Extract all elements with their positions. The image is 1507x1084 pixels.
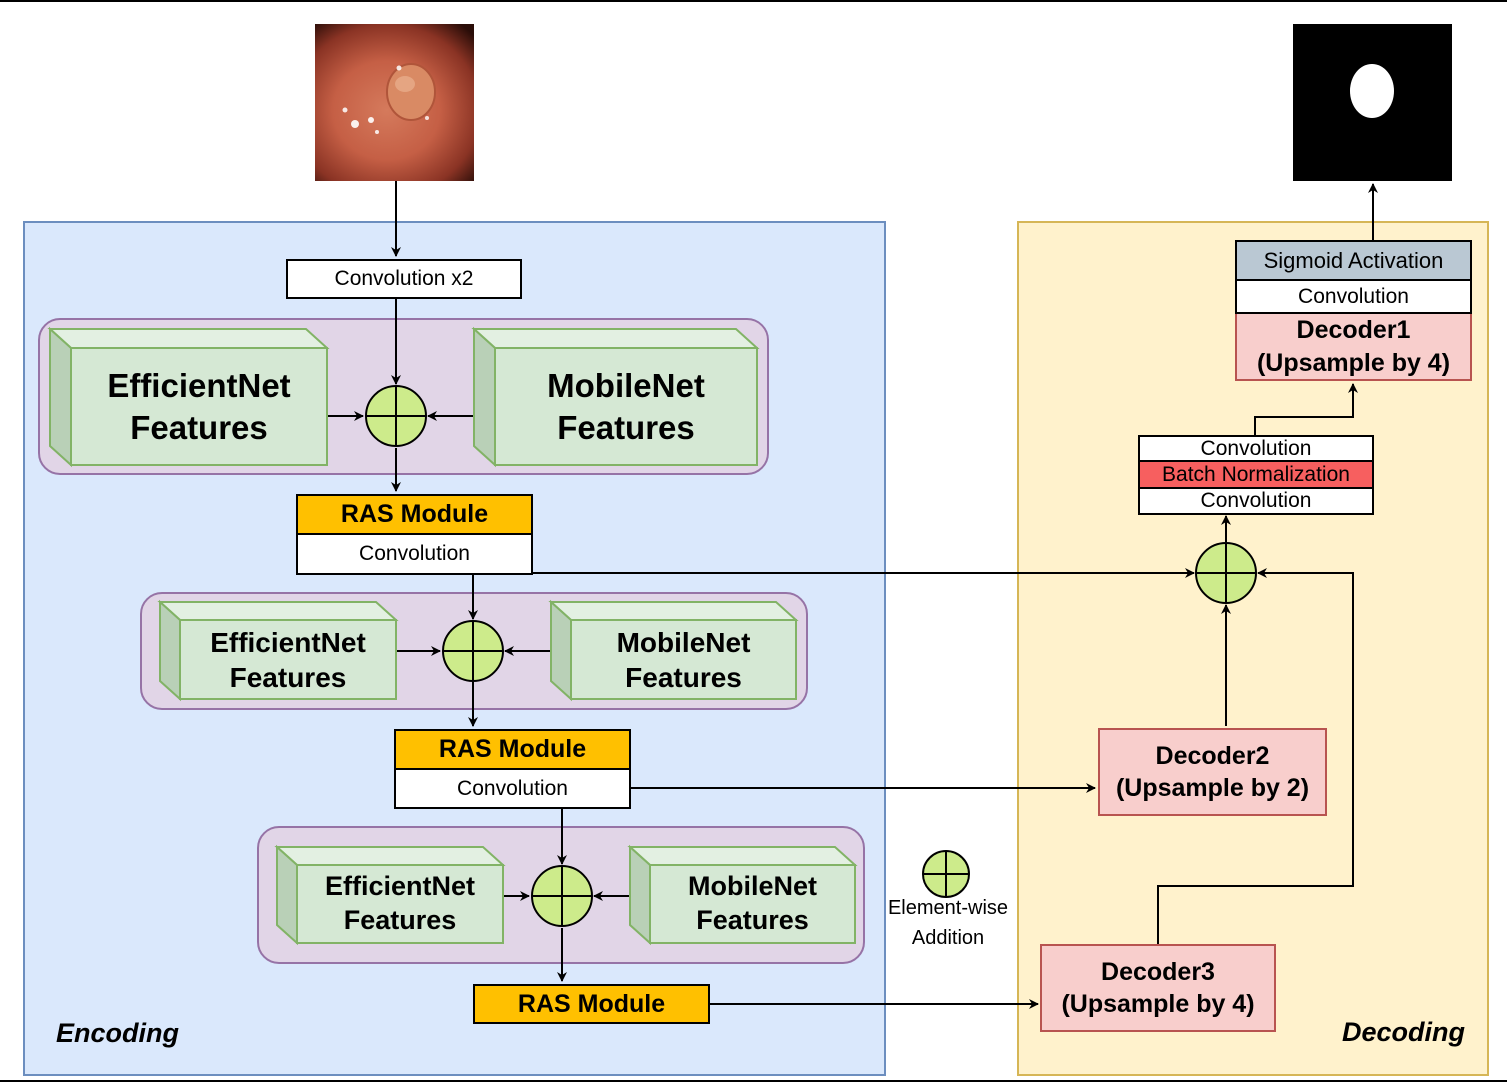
decoder3-box: Decoder3(Upsample by 4) [1040, 944, 1276, 1032]
feature-block-top [47, 328, 330, 349]
decoding-label: Decoding [1342, 1017, 1466, 1047]
head-convolution-box: Convolution [1235, 279, 1472, 314]
legend-add-icon [922, 850, 970, 898]
encoding-label: Encoding [56, 1018, 179, 1048]
add-node-2 [442, 620, 504, 682]
sigmoid-activation-box: Sigmoid Activation [1235, 240, 1472, 281]
ras-module-3: RAS Module [473, 984, 710, 1024]
ras-module-2: RAS Module [394, 729, 631, 770]
colonoscopy-polyp-image [315, 24, 474, 181]
feature-block-side [49, 326, 72, 468]
add-node-decoder [1195, 542, 1257, 604]
decoder-block-convolution-bottom: Convolution [1138, 487, 1374, 515]
decoder2-box: Decoder2(Upsample by 2) [1098, 728, 1327, 816]
ras-convolution-1: Convolution [296, 533, 533, 575]
ras-convolution-2: Convolution [394, 768, 631, 809]
segmentation-mask-image [1293, 24, 1452, 181]
stem-convolution-box: Convolution x2 [286, 259, 522, 299]
top-border [0, 0, 1507, 2]
add-node-1 [365, 385, 427, 447]
add-node-3 [531, 865, 593, 927]
bottom-border [0, 1080, 1507, 1082]
decoder-block-convolution-top: Convolution [1138, 435, 1374, 462]
batch-normalization-box: Batch Normalization [1138, 460, 1374, 489]
decoder1-box: Decoder1(Upsample by 4) [1235, 312, 1472, 381]
ras-module-1: RAS Module [296, 494, 533, 535]
